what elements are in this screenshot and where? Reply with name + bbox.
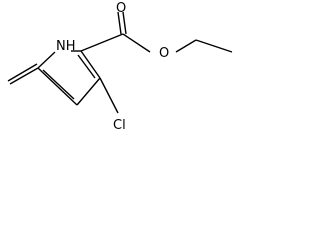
molecule-drawing: NH O O Cl <box>7 1 233 133</box>
vinyl-bond-single <box>9 67 39 85</box>
atom-o-methoxy-label: O <box>159 46 169 61</box>
carbonyl-double-bond-2 <box>122 11 127 35</box>
ester-bond-ring-carbonyl <box>80 33 124 52</box>
methoxy-bond <box>175 39 197 53</box>
structure-diagram: NH O O Cl <box>0 0 238 144</box>
ring-bond-c4-c3 <box>76 77 101 106</box>
ester-bond-carbonyl-o <box>122 33 151 53</box>
ring-bond-c5-c4-inner <box>42 69 75 100</box>
atom-cl-label: Cl <box>113 118 126 133</box>
carbonyl-double-bond-1 <box>117 11 122 35</box>
chloro-bond <box>99 77 119 114</box>
atom-o-carbonyl-label: O <box>116 1 126 16</box>
methyl-bond <box>195 39 233 53</box>
vinyl-bond-double-outer <box>7 63 38 82</box>
ring-bond-n1-c5 <box>37 51 56 69</box>
ring-bond-c3-c2-inner <box>77 54 96 79</box>
ring-bond-c3-c2-outer <box>80 50 101 79</box>
ring-bond-c5-c4 <box>37 67 78 106</box>
atom-nh-label: NH <box>56 39 76 54</box>
